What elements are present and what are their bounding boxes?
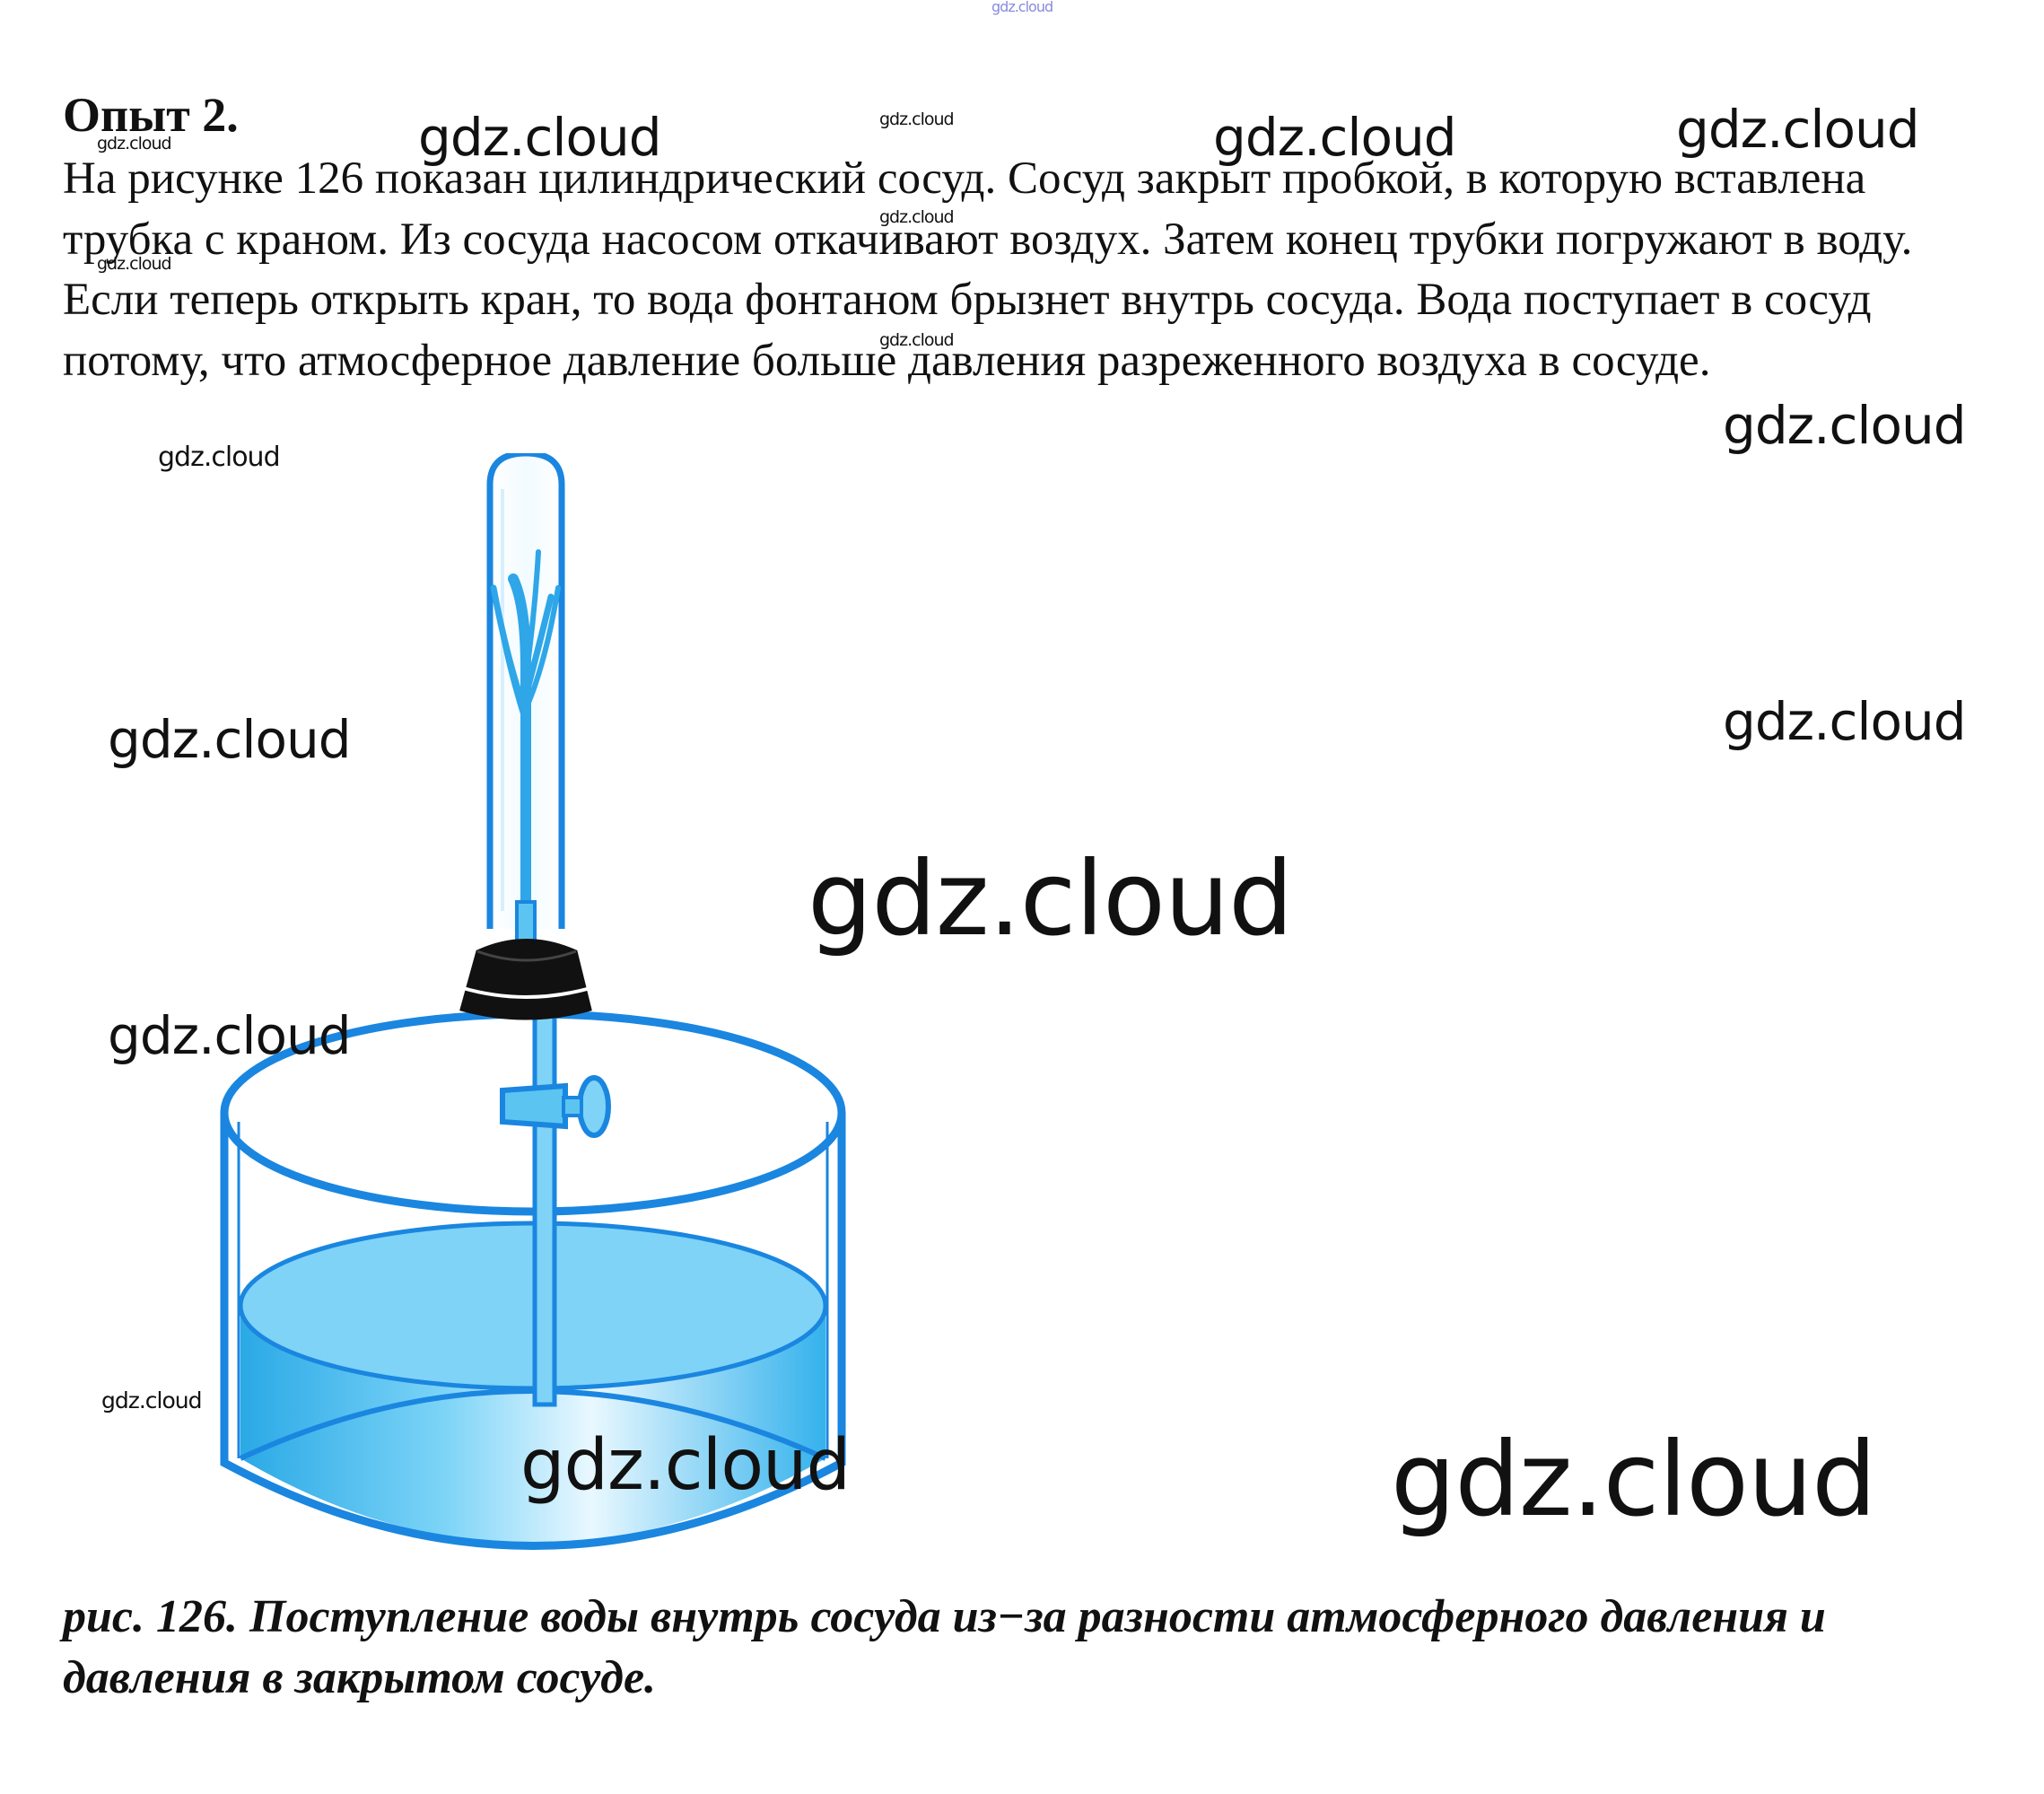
lower-tube	[532, 998, 557, 1407]
figure-caption: рис. 126. Поступление воды внутрь сосуда…	[63, 1591, 1826, 1703]
watermark: gdz.cloud	[520, 1425, 851, 1506]
watermark: gdz.cloud	[97, 254, 172, 274]
watermark: gdz.cloud	[991, 0, 1053, 15]
watermark: gdz.cloud	[158, 442, 281, 473]
water-fountain-jet	[490, 549, 561, 907]
watermark: gdz.cloud	[1723, 395, 1967, 456]
stopper	[459, 939, 592, 1020]
watermark: gdz.cloud	[1213, 107, 1457, 168]
basin-bottom-curve	[239, 1388, 827, 1461]
tap-handle	[577, 1075, 611, 1138]
section-title: Опыт 2.	[63, 88, 239, 142]
watermark: gdz.cloud	[108, 709, 352, 770]
basin-wall	[220, 1113, 846, 1550]
watermark: gdz.cloud	[1391, 1420, 1877, 1539]
tap-body	[500, 1082, 568, 1130]
fountain-apparatus-illustration	[220, 453, 846, 1550]
watermark: gdz.cloud	[879, 330, 955, 350]
watermark: gdz.cloud	[101, 1387, 203, 1413]
body-paragraph: На рисунке 126 показан цилиндрический со…	[63, 153, 1913, 386]
watermark: gdz.cloud	[108, 1005, 352, 1066]
watermark: gdz.cloud	[97, 134, 172, 153]
watermark: gdz.cloud	[879, 207, 955, 227]
watermark: gdz.cloud	[1676, 99, 1920, 160]
watermark: gdz.cloud	[418, 107, 662, 168]
watermark: gdz.cloud	[879, 109, 955, 129]
watermark: gdz.cloud	[1723, 691, 1967, 752]
watermark: gdz.cloud	[808, 839, 1294, 958]
